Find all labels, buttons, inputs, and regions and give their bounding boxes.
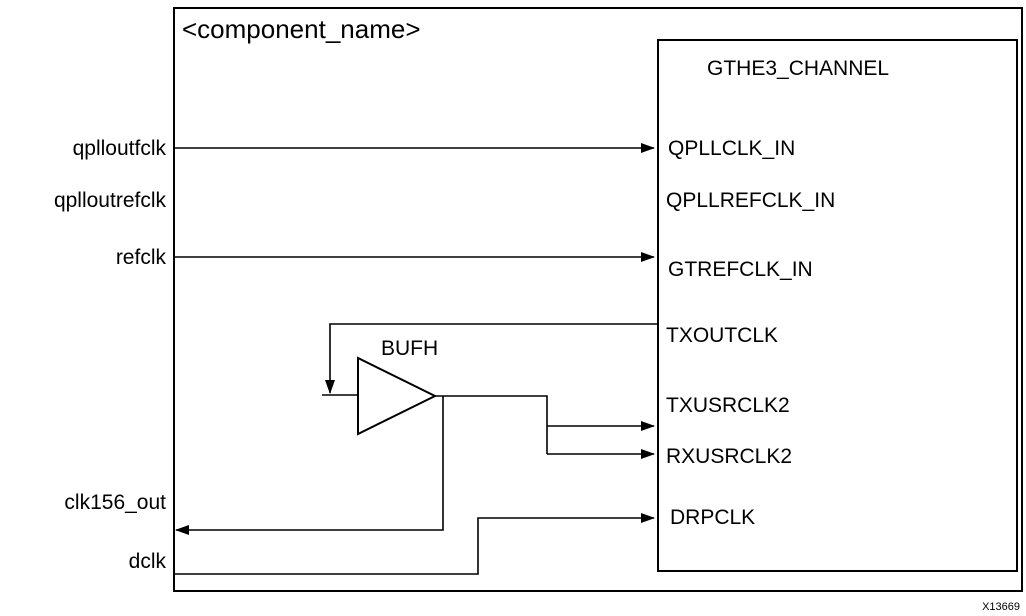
wire-txoutclk-to-bufh <box>325 323 658 394</box>
port-qpllclk-in: QPLLCLK_IN <box>668 137 795 160</box>
figure-id: X13669 <box>982 601 1020 613</box>
signal-qplloutrefclk: qplloutrefclk <box>54 189 167 212</box>
port-txoutclk: TXOUTCLK <box>666 324 778 347</box>
port-rxusrclk2: RXUSRCLK2 <box>666 445 792 468</box>
wire-clk156-out <box>175 396 444 535</box>
port-drpclk: DRPCLK <box>670 506 755 529</box>
component-boundary <box>173 7 1023 592</box>
signal-refclk: refclk <box>116 246 167 269</box>
port-qpllrefclk-in: QPLLREFCLK_IN <box>666 189 835 212</box>
port-gtrefclk-in: GTREFCLK_IN <box>668 258 813 281</box>
bufh-buffer <box>357 356 438 436</box>
signal-clk156-out: clk156_out <box>64 491 166 514</box>
gthe3-channel-block <box>657 39 1018 572</box>
gthe3-channel-title: GTHE3_CHANNEL <box>707 57 889 80</box>
signal-qplloutfclk: qplloutfclk <box>73 137 167 160</box>
port-txusrclk2: TXUSRCLK2 <box>666 394 790 417</box>
bufh-label: BUFH <box>381 337 438 360</box>
wire-bufh-output <box>435 395 548 454</box>
component-name-label: <component_name> <box>182 14 421 44</box>
wire-dclk-to-drpclk <box>174 513 655 575</box>
signal-dclk: dclk <box>129 550 167 573</box>
